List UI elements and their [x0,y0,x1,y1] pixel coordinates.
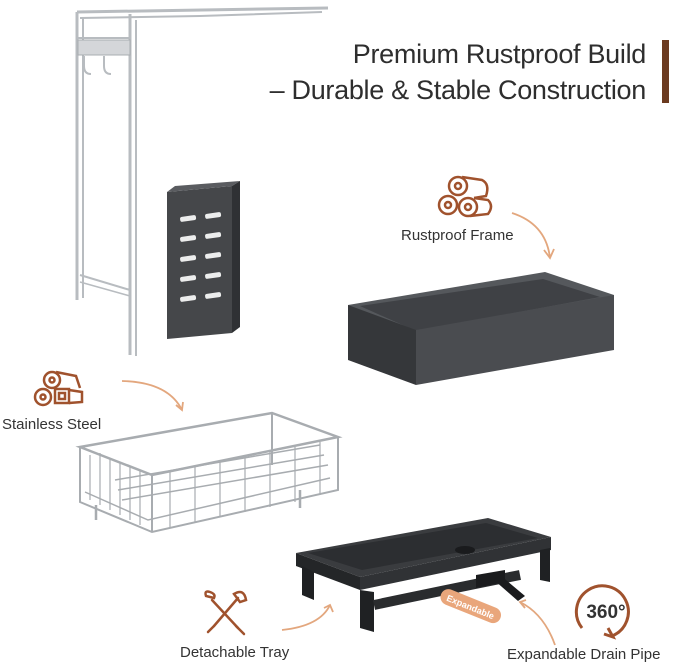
label-drain-pipe: Expandable Drain Pipe [507,646,661,663]
rotate-360-label: 360° [586,602,625,623]
chrome-frame-image [75,6,329,356]
utensil-holder-image [167,181,240,339]
label-rustproof-frame: Rustproof Frame [401,227,514,244]
drip-tray-image [296,518,551,632]
arrow-detachable-tray [281,604,331,631]
headline-line-2: – Durable & Stable Construction [269,75,647,105]
arrow-drain-pipe [519,601,556,646]
rotate-360-icon: 360° [574,584,630,640]
expandable-tag: Expandable [440,589,502,624]
logs-icon [437,175,493,218]
label-stainless-steel: Stainless Steel [2,416,102,433]
accent-bar [662,40,669,103]
arrow-stainless-steel [121,380,183,411]
wire-basket-image [75,411,343,534]
label-detachable-tray: Detachable Tray [180,644,290,661]
steel-stock-icon [33,370,84,407]
headline: Premium Rustproof Build – Durable & Stab… [258,36,647,108]
arrows [121,212,556,646]
headline-line-1: Premium Rustproof Build [352,39,647,69]
wrench-screwdriver-icon [204,590,248,636]
dark-basket-image [348,272,614,385]
arrow-rustproof-frame [511,212,551,259]
